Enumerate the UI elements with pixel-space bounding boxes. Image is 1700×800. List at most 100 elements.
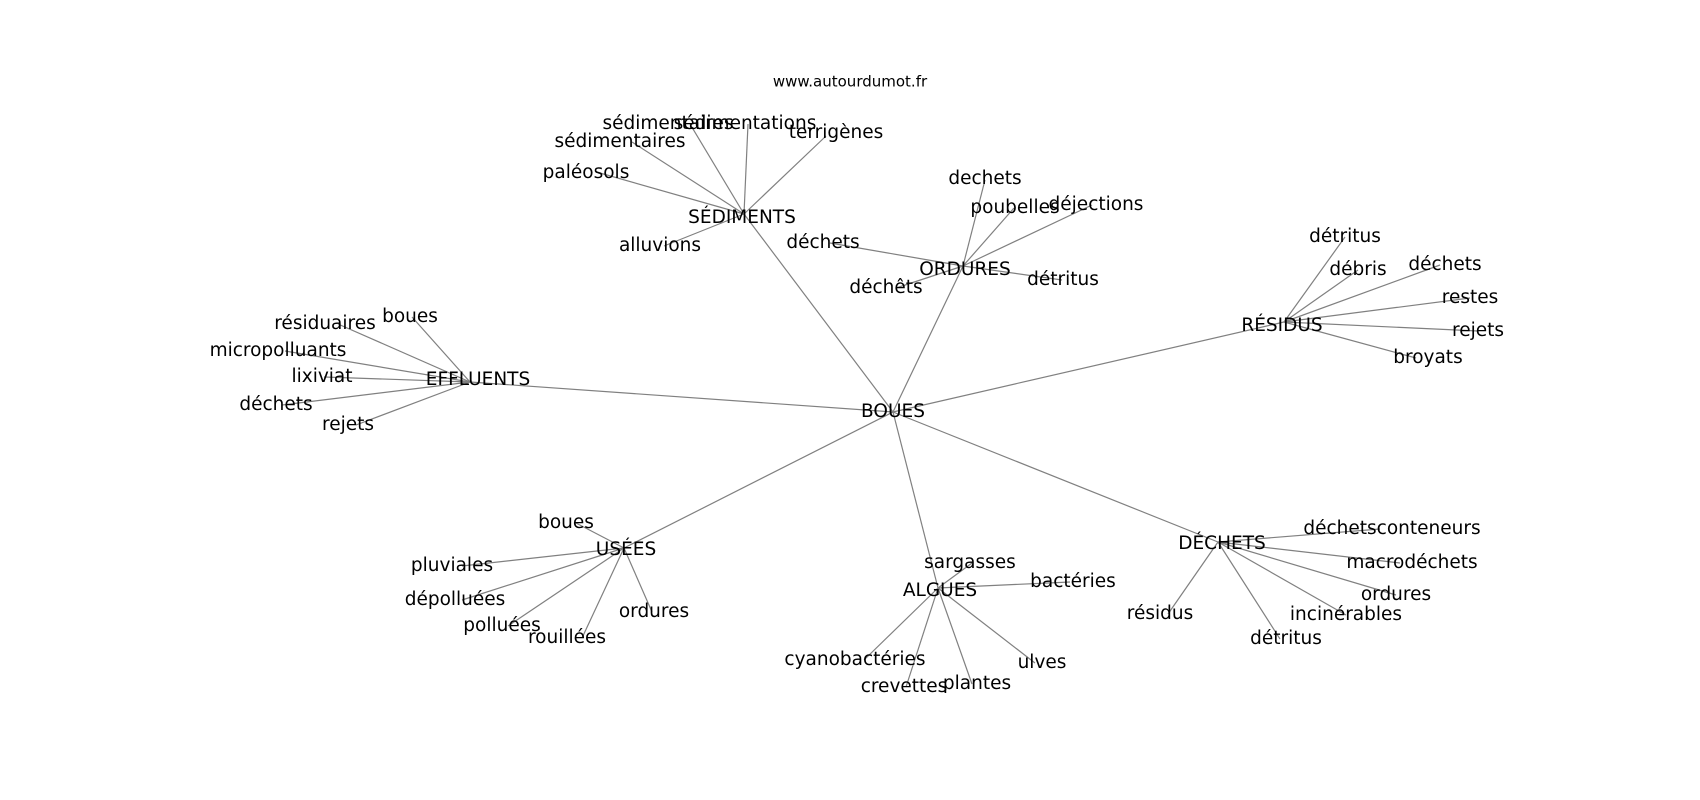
edge-root-hub	[623, 411, 894, 549]
leaf-node: bactéries	[1030, 571, 1116, 592]
leaf-node: macrodéchets	[1346, 552, 1477, 573]
edge-hub-leaf	[507, 547, 625, 627]
watermark: www.autourdumot.fr	[773, 73, 928, 91]
edge-hub-leaf	[829, 242, 964, 267]
leaf-node: polluées	[463, 615, 540, 636]
edge-hub-leaf	[631, 141, 745, 215]
edge-hub-leaf	[1217, 541, 1281, 640]
leaf-node: incinérables	[1290, 604, 1402, 625]
hub-node: ALGUES	[903, 580, 977, 601]
edge-root-hub	[892, 265, 964, 413]
leaf-node: ordures	[619, 601, 689, 622]
leaf-node: détritus	[1027, 269, 1099, 290]
leaf-node: terrigènes	[789, 122, 884, 143]
leaf-node: crevettes	[861, 676, 948, 697]
edge-hub-leaf	[1283, 264, 1441, 323]
edge-hub-leaf	[281, 381, 471, 406]
edge-hub-leaf	[1167, 541, 1219, 615]
leaf-node: paléosols	[543, 162, 630, 183]
leaf-node: sédimentations	[674, 113, 817, 134]
root-node: BOUES	[861, 401, 925, 422]
leaf-node: déchetsconteneurs	[1303, 518, 1480, 539]
leaf-node: résiduaires	[274, 313, 376, 334]
hub-node: EFFLUENTS	[426, 369, 530, 390]
edge-hub-leaf	[1217, 541, 1347, 616]
edge-hub-leaf	[663, 213, 745, 247]
edge-root-hub	[892, 321, 1285, 413]
leaf-node: sargasses	[924, 552, 1016, 573]
hub-node: ORDURES	[919, 259, 1011, 280]
leaf-node: dépolluées	[405, 589, 506, 610]
leaf-node: rouillées	[528, 627, 606, 648]
edge-hub-leaf	[937, 587, 1036, 664]
leaf-node: lixiviat	[291, 366, 352, 387]
edge-hub-leaf	[689, 123, 745, 215]
edge-hub-leaf	[962, 265, 1063, 281]
leaf-node: détritus	[1309, 226, 1381, 247]
edge-hub-leaf	[411, 316, 471, 383]
edge-hub-leaf	[599, 172, 745, 215]
leaf-node: sédimentaires	[555, 131, 686, 152]
edge-hub-leaf	[581, 547, 625, 639]
leaf-node: restes	[1442, 287, 1499, 308]
edge-hub-leaf	[863, 587, 939, 661]
edge-hub-leaf	[623, 547, 653, 613]
leaf-node: ulves	[1018, 652, 1067, 673]
edge-hub-leaf	[937, 581, 1071, 589]
leaf-node: pluviales	[411, 555, 493, 576]
leaf-node: déchets	[786, 232, 859, 253]
edge-hub-leaf	[937, 587, 973, 685]
edge-hub-leaf	[962, 204, 1093, 267]
edge-hub-leaf	[962, 207, 1015, 267]
edge-hub-leaf	[743, 123, 749, 215]
leaf-node: débris	[1329, 259, 1386, 280]
edge-root-hub	[743, 213, 894, 413]
edge-hub-leaf	[461, 547, 625, 567]
leaf-node: alluvions	[619, 235, 701, 256]
edge-hub-leaf	[1283, 297, 1471, 323]
leaf-node: déchets	[239, 394, 312, 415]
leaf-node: micropolluants	[210, 340, 347, 361]
leaf-node: boues	[382, 306, 438, 327]
leaf-node: cyanobactéries	[784, 649, 925, 670]
labels-layer: www.autourdumot.fr BOUES SÉDIMENTS sédimen…	[210, 73, 1504, 698]
leaf-node: rejets	[322, 414, 374, 435]
edge-hub-leaf	[895, 265, 964, 289]
edge-hub-leaf	[905, 587, 939, 688]
leaf-node: détritus	[1250, 628, 1322, 649]
edge-hub-leaf	[1283, 321, 1479, 332]
leaf-node: rejets	[1452, 320, 1504, 341]
leaf-node: boues	[538, 512, 594, 533]
leaf-node: dechets	[948, 168, 1021, 189]
edge-root-hub	[469, 381, 894, 413]
edge-hub-leaf	[337, 323, 471, 383]
edge-hub-leaf	[962, 179, 986, 267]
hub-node: SÉDIMENTS	[688, 206, 796, 228]
edge-hub-leaf	[1283, 269, 1359, 323]
hub-node: USÉES	[596, 538, 656, 560]
edge-hub-leaf	[323, 376, 471, 383]
leaf-node: plantes	[943, 673, 1011, 694]
edge-hub-leaf	[1217, 541, 1401, 564]
hub-node: RÉSIDUS	[1241, 314, 1322, 336]
leaf-node: déchets	[1408, 254, 1481, 275]
leaf-node: sédimentaires	[603, 113, 734, 134]
edge-hub-leaf	[1217, 541, 1397, 596]
edge-hub-leaf	[575, 522, 625, 549]
leaf-node: résidus	[1127, 603, 1193, 624]
edge-hub-leaf	[1217, 528, 1381, 543]
leaf-node: broyats	[1393, 347, 1462, 368]
edges-layer	[281, 123, 1479, 688]
edge-hub-leaf	[743, 135, 827, 215]
leaf-node: ordures	[1361, 584, 1431, 605]
edge-hub-leaf	[284, 350, 471, 383]
edge-hub-leaf	[461, 547, 625, 601]
edge-hub-leaf	[355, 381, 471, 426]
edge-root-hub	[892, 411, 1219, 543]
edge-hub-leaf	[1283, 321, 1417, 359]
leaf-node: poubelles	[970, 197, 1059, 218]
edge-hub-leaf	[1283, 236, 1346, 323]
edge-root-hub	[892, 411, 939, 589]
leaf-node: déjections	[1049, 194, 1144, 215]
